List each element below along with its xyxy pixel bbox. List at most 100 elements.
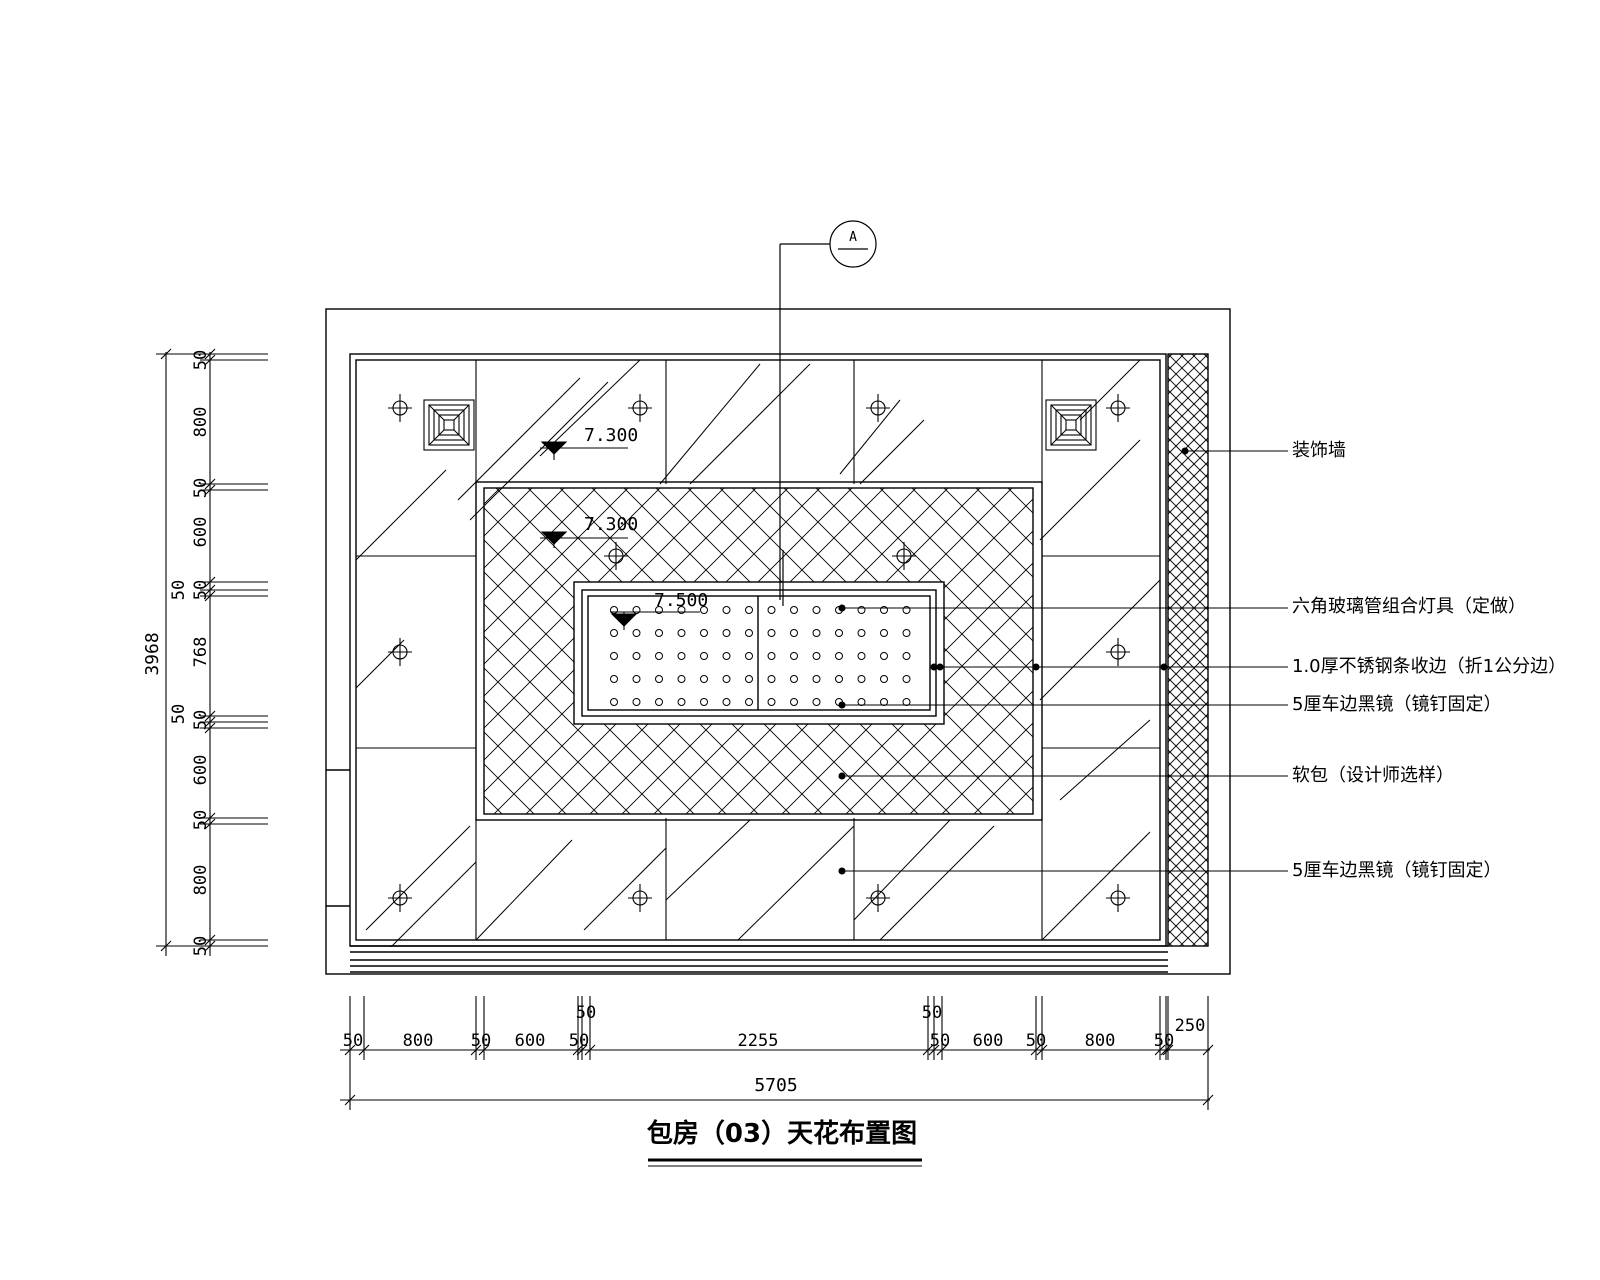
hatch-line [1168, 641, 1208, 683]
mirror-panel-grid [356, 360, 1160, 940]
tube-light-dot [767, 652, 776, 660]
section-marker [779, 220, 877, 606]
tube-light-dot [655, 652, 663, 660]
tube-light-dot [812, 629, 821, 637]
dim-h-3: 600 [515, 1031, 546, 1051]
tube-light-dot [610, 629, 618, 637]
hatch-line [1168, 545, 1208, 587]
hatch-line [941, 722, 1033, 814]
hatch-line [1168, 473, 1208, 515]
dim-h-10: 50 [1026, 1031, 1046, 1051]
dimension-tick [204, 934, 216, 946]
dimension-tick [1202, 1044, 1214, 1056]
elevation-upper-label: 7.300 [584, 425, 638, 446]
tube-light-dot [655, 675, 663, 683]
dimension-tick [576, 1044, 588, 1056]
tube-light-dot [632, 652, 641, 660]
dimension-tick [936, 1044, 948, 1056]
dimension-tick [1202, 1094, 1214, 1106]
hatch-line [1168, 509, 1208, 551]
hatch-line [0, 480, 252, 820]
callout-glass-tube-light: 六角玻璃管组合灯具（定做） [1292, 596, 1526, 617]
tube-light-dot [677, 698, 686, 706]
glass-tube-light-grid [610, 606, 911, 706]
hatch-line [1168, 413, 1208, 455]
dim-v-total: 3968 [142, 632, 163, 675]
dimension-tick [204, 478, 216, 490]
tube-light-dot [722, 652, 731, 660]
dimension-tick [470, 1044, 482, 1056]
tube-light-dot [632, 675, 641, 683]
tube-light-dot [902, 629, 911, 637]
hatch-line [1168, 354, 1173, 359]
tube-light-dot [610, 698, 618, 706]
hatch-line [781, 562, 1033, 814]
hatch-line [1168, 377, 1208, 419]
hatch-line [72, 480, 412, 820]
dimension-tick [584, 1044, 596, 1056]
tube-light-dot [745, 698, 753, 706]
tube-light-dot [677, 652, 686, 660]
hatch-line [1168, 354, 1197, 383]
drawing-title: 包房（03）天花布置图 [647, 1118, 917, 1149]
hatch-line [1168, 725, 1208, 767]
tube-light-dot [700, 652, 708, 660]
hatch-line [484, 731, 567, 814]
dim-h-9: 600 [973, 1031, 1004, 1051]
hatch-line [484, 488, 501, 505]
hatch-line [1191, 354, 1208, 371]
downlight-icon [866, 394, 890, 422]
dimension-tick [160, 940, 172, 952]
dimension-tick [344, 1094, 356, 1106]
dim-h-2: 50 [471, 1031, 491, 1051]
hatch-line [1168, 449, 1208, 491]
dimension-tick [204, 710, 216, 722]
hatch-line [1168, 677, 1208, 719]
hatch-line [1168, 689, 1208, 731]
tube-light-dot [632, 698, 641, 706]
hatch-line [877, 658, 1033, 814]
dimension-tick [928, 1044, 940, 1056]
tube-light-dot [745, 675, 753, 683]
hatch-line [1168, 365, 1208, 407]
hatch-line [1168, 881, 1208, 923]
hatch-line [1168, 845, 1208, 887]
tube-light-dot [610, 652, 618, 660]
dimension-tick [204, 590, 216, 602]
hatch-line [1168, 713, 1208, 755]
tube-light-dot [767, 629, 776, 637]
hatch-line [1168, 809, 1208, 851]
hatch-line [0, 480, 220, 820]
downlight-icon [604, 542, 628, 570]
hatch-line [911, 488, 1033, 610]
tube-light-dot [677, 606, 686, 614]
tube-light-dot [857, 629, 866, 637]
air-vent-left [423, 399, 475, 451]
hatch-line [1168, 857, 1208, 899]
tube-light-dot [722, 606, 731, 614]
hatch-line [1168, 401, 1208, 443]
tube-light-dot [902, 675, 911, 683]
dimension-tick [204, 940, 216, 952]
decorative-wall-hatching [1168, 306, 1208, 946]
air-vent-right [1045, 399, 1097, 451]
hatch-line [1007, 488, 1033, 514]
hatch-line [1168, 629, 1208, 671]
tube-light-dot [655, 629, 663, 637]
hatch-line [1168, 797, 1208, 839]
hatch-line [943, 488, 1033, 578]
hatch-line [0, 480, 252, 820]
tube-light-dot [835, 675, 843, 683]
hatch-line [1168, 461, 1208, 503]
tube-light-dot [722, 629, 731, 637]
title-underline [648, 1158, 922, 1167]
hatch-line [136, 480, 476, 820]
tube-light-dot [835, 652, 843, 660]
elevation-mark-middle [540, 531, 628, 548]
downlight-icon [1106, 884, 1130, 912]
hatch-line [1168, 893, 1208, 935]
tube-light-dot [790, 675, 798, 683]
hatch-line [1168, 306, 1208, 346]
downlight-icon [388, 884, 412, 912]
elevation-mark-center [610, 611, 700, 630]
